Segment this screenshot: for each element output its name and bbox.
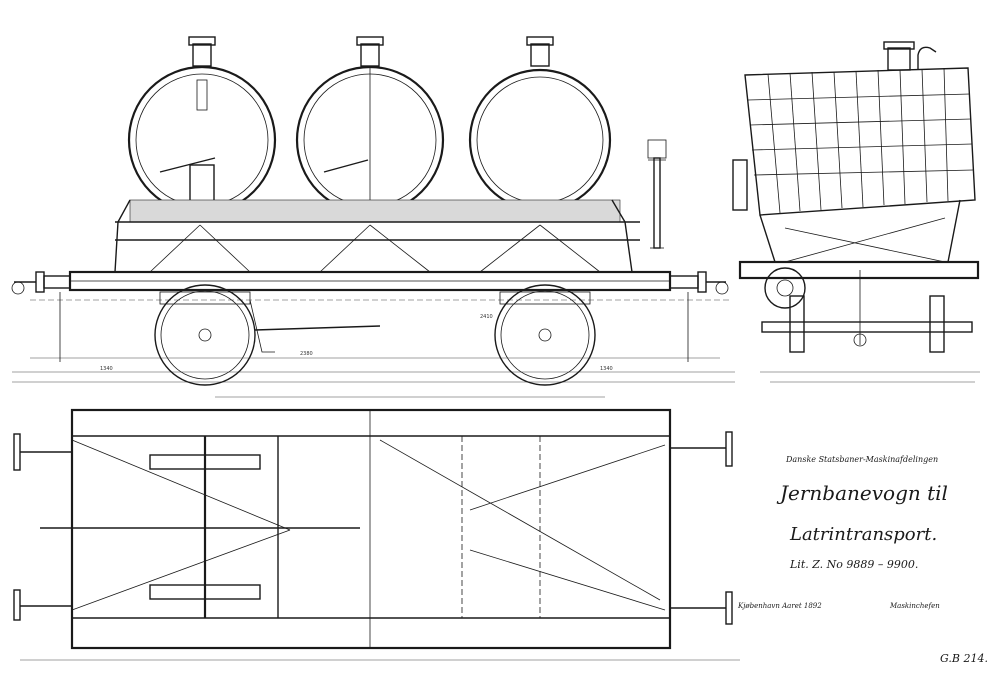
tank-1 — [127, 36, 277, 215]
drawing-subtitle: Latrintransport. — [789, 524, 937, 545]
svg-text:1340: 1340 — [100, 366, 113, 372]
buffer-left — [11, 271, 71, 295]
side-elevation: 2380 2410 1340 1340 — [11, 36, 735, 386]
plan-buffers-left — [13, 433, 72, 621]
end-elevation — [732, 41, 980, 383]
wheel-left — [154, 284, 256, 386]
company-name: Danske Statsbaner-Maskinafdelingen — [785, 455, 938, 464]
title-block: Danske Statsbaner-Maskinafdelingen Jernb… — [737, 455, 988, 665]
signature-label: Maskinchefen — [889, 602, 940, 610]
svg-text:2380: 2380 — [300, 351, 313, 357]
plan-diagonals — [71, 439, 666, 611]
tank-3 — [468, 36, 612, 212]
plan-axle-left — [149, 436, 261, 618]
buffer-right — [669, 271, 729, 295]
platform-planks — [129, 199, 621, 223]
tank-2 — [295, 36, 445, 215]
cross-bracing — [149, 224, 601, 273]
svg-text:1340: 1340 — [600, 366, 613, 372]
section-detail — [647, 139, 667, 249]
drawing-title: Jernbanevogn til — [776, 481, 948, 505]
drawing-number: G.B 214. — [940, 652, 988, 665]
place-date: Kjøbenhavn Aaret 1892 — [737, 602, 822, 610]
plan-buffers-right — [670, 431, 733, 625]
wagon-numbers: Lit. Z. No 9889 – 9900. — [789, 558, 918, 571]
plan-view — [13, 396, 740, 661]
wheel-right — [494, 284, 596, 386]
end-boards — [747, 67, 974, 214]
svg-text:2410: 2410 — [480, 314, 493, 320]
